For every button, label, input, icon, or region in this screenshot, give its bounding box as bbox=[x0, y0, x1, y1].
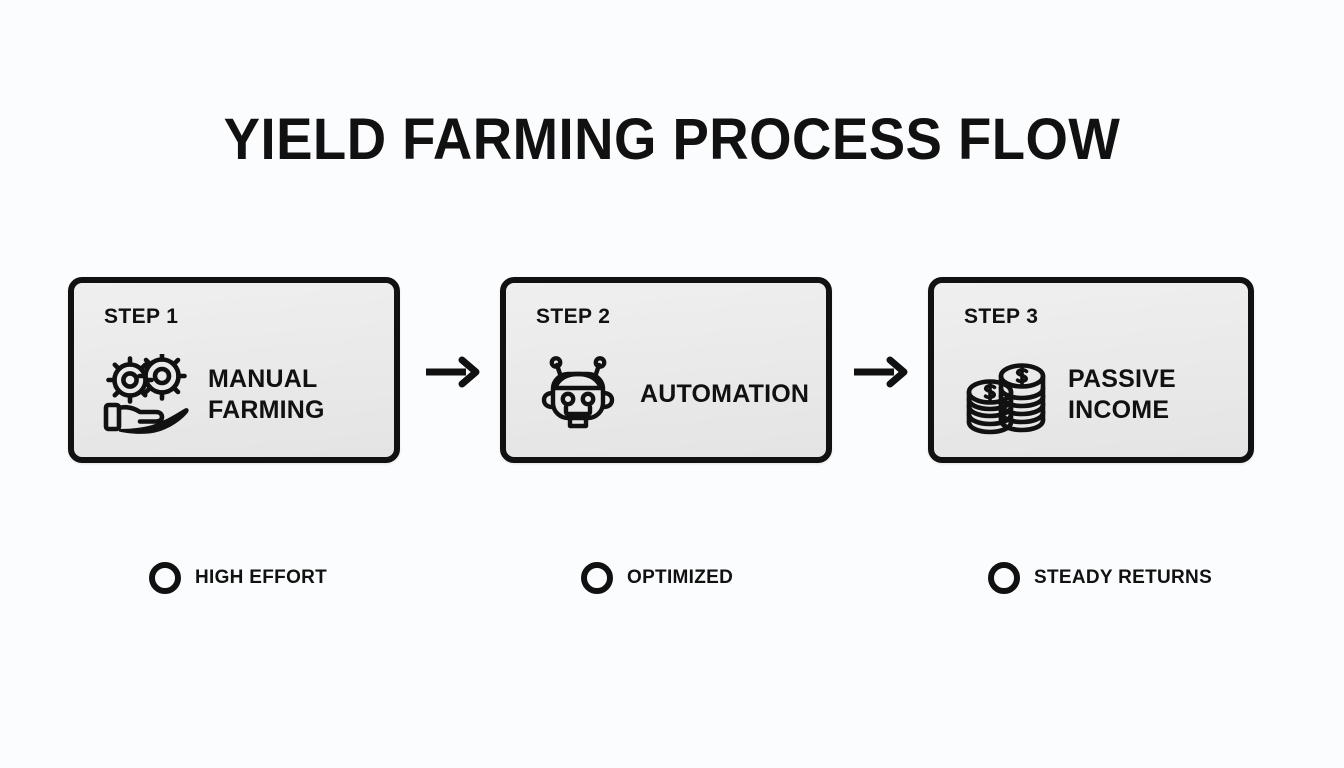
step-card-3[interactable]: STEP 3 bbox=[928, 277, 1254, 463]
step-content-2: AUTOMATION bbox=[530, 343, 812, 447]
legend-label: HIGH EFFORT bbox=[195, 567, 328, 588]
step-content-1: MANUAL FARMING bbox=[98, 343, 380, 447]
step-title-3: PASSIVE INCOME bbox=[1068, 364, 1176, 427]
step-number-label-3: STEP 3 bbox=[964, 305, 1039, 328]
step-card-2[interactable]: STEP 2 bbox=[500, 277, 832, 463]
step-title-2: AUTOMATION bbox=[640, 379, 809, 411]
legend-item-steady-returns[interactable]: STEADY RETURNS bbox=[988, 556, 1212, 600]
step-title-line-2: INCOME bbox=[1068, 396, 1170, 424]
step-title-line-1: PASSIVE bbox=[1068, 364, 1176, 393]
legend-item-optimized[interactable]: OPTIMIZED bbox=[581, 556, 733, 600]
arrow-right-icon-2 bbox=[852, 355, 910, 389]
page-title: YIELD FARMING PROCESS FLOW bbox=[223, 107, 1121, 172]
step-title-line-1: MANUAL bbox=[208, 364, 318, 393]
legend-label: OPTIMIZED bbox=[627, 567, 734, 588]
step-title-line-1: AUTOMATION bbox=[640, 380, 810, 409]
step-title-line-2: FARMING bbox=[208, 396, 325, 424]
process-steps-row: STEP 1 bbox=[68, 277, 1276, 463]
hand-holding-gears-icon bbox=[98, 352, 194, 438]
legend-row: HIGH EFFORT OPTIMIZED STEADY RETURNS bbox=[0, 556, 1344, 600]
legend-label: STEADY RETURNS bbox=[1034, 567, 1213, 588]
robot-head-icon bbox=[530, 352, 626, 438]
legend-item-high-effort[interactable]: HIGH EFFORT bbox=[149, 556, 327, 600]
circle-outline-icon bbox=[988, 562, 1020, 594]
step-title-1: MANUAL FARMING bbox=[208, 364, 325, 427]
coin-stacks-icon bbox=[958, 352, 1054, 438]
step-content-3: PASSIVE INCOME bbox=[958, 343, 1234, 447]
step-number-label-1: STEP 1 bbox=[104, 305, 179, 328]
step-number-label-2: STEP 2 bbox=[536, 305, 611, 328]
circle-outline-icon bbox=[581, 562, 613, 594]
step-card-1[interactable]: STEP 1 bbox=[68, 277, 400, 463]
arrow-right-icon-1 bbox=[424, 355, 482, 389]
circle-outline-icon bbox=[149, 562, 181, 594]
